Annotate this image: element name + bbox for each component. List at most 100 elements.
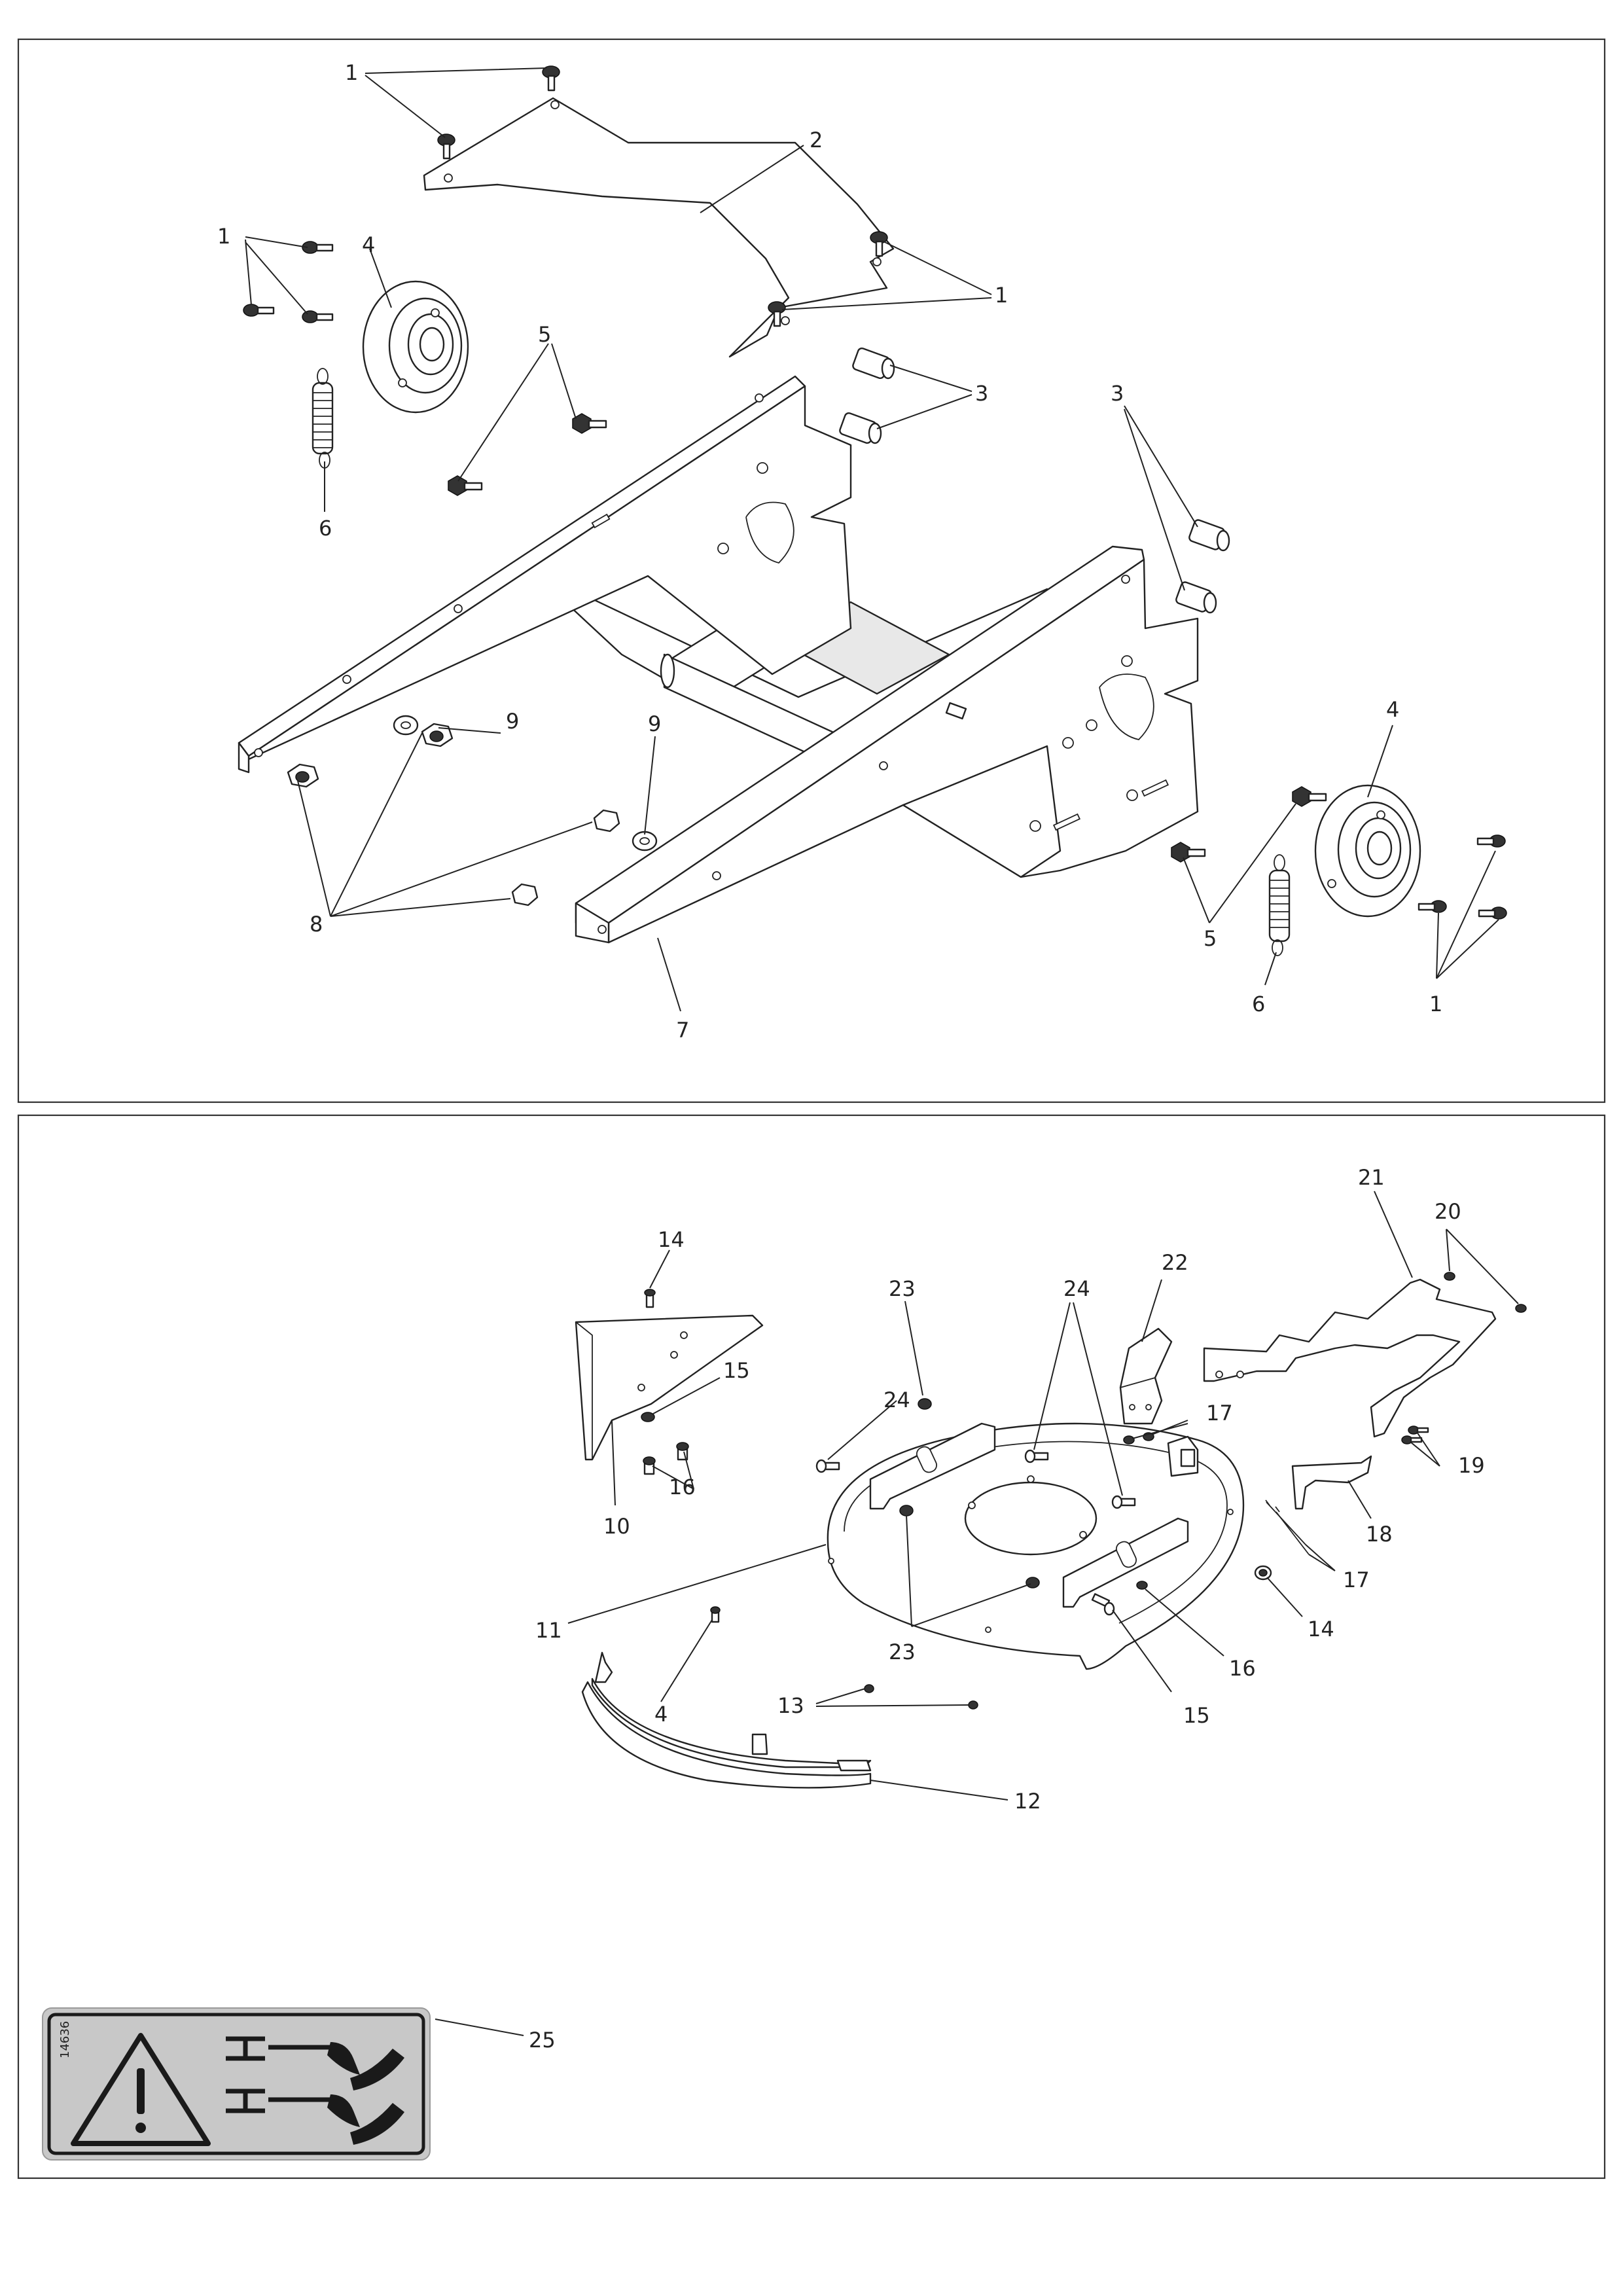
hand-foot-hazard-icon [226,2036,404,2145]
callout-21: 21 [1358,1165,1385,1190]
screw-right-2 [1418,900,1447,913]
nut-20a [1444,1272,1455,1281]
fitting-17b [1123,1435,1135,1444]
washer-15 [641,1412,655,1422]
bolt-5a [572,413,607,434]
handle-bracket-21 [1203,1278,1497,1438]
callout-7: 7 [676,1018,689,1043]
callout-25: 25 [529,2028,556,2053]
callout-18: 18 [1366,1522,1393,1547]
washer-9a [393,715,419,736]
cover-plate [423,97,895,358]
callout-24-top: 24 [1063,1276,1090,1301]
callout-3-right: 3 [1111,381,1124,406]
callout-14-top: 14 [658,1227,685,1252]
nut-8a [287,763,319,788]
spring-right [1268,854,1291,956]
nut-8b [421,723,454,747]
spacer-3d [1175,581,1217,614]
spring-17e [1275,1506,1310,1555]
callout-15-bottom: 15 [1183,1703,1210,1728]
callout-22: 22 [1162,1250,1188,1275]
bottom-panel-parts [435,1191,1527,2036]
callout-1-bottom-right: 1 [1429,992,1442,1016]
callout-17-top: 17 [1206,1401,1233,1426]
screw-left-2 [243,304,275,317]
bolt-5c [1292,786,1327,807]
callout-17-bottom: 17 [1343,1568,1370,1592]
warning-decal: 14636 [42,2007,431,2161]
callout-4-bottom: 4 [654,1702,668,1727]
bracket-22 [1119,1327,1173,1425]
clip-16a [643,1456,656,1475]
callout-23-bottom: 23 [889,1640,916,1664]
screw-right-1 [1476,834,1506,848]
screw-top-1 [542,65,560,92]
nut-14-right [1254,1565,1272,1581]
wheel-hub-right [1314,784,1421,918]
decal-code: 14636 [58,2021,72,2058]
callout-19: 19 [1458,1453,1485,1478]
callout-9-center: 9 [648,711,661,736]
top-panel-frame [17,38,1606,1103]
callout-16-left: 16 [669,1475,696,1499]
screw-14-top [644,1289,656,1308]
screw-top-4 [768,301,786,327]
clip-4-bottom [710,1606,721,1623]
callout-6-right: 6 [1252,992,1265,1016]
nut-20b [1515,1304,1527,1313]
wheel-hub-left [362,280,469,414]
clip-16b [676,1442,689,1461]
clip-18 [1291,1455,1372,1510]
spacer-3a [852,347,895,380]
callout-12: 12 [1014,1789,1041,1814]
bolt-24b [1024,1449,1049,1463]
callout-15-left: 15 [723,1358,750,1383]
bolt-5b [448,475,483,496]
callout-5-bottom: 5 [1204,926,1217,951]
fitting-13a [864,1684,874,1693]
callout-13: 13 [777,1693,804,1718]
nut-23-top [918,1398,932,1410]
top-callouts: 1 2 1 4 1 5 3 3 6 9 9 4 8 7 5 6 1 [217,60,1442,1043]
callout-20: 20 [1435,1199,1461,1224]
spring-17d [1265,1499,1306,1545]
top-panel-parts [238,65,1507,1012]
screw-top-3 [870,231,888,257]
washer-9b [632,831,658,852]
callout-10: 10 [603,1514,630,1539]
callout-1-right-top: 1 [995,283,1008,308]
nut-8c [593,809,620,833]
nut-8d [511,883,539,906]
callout-11: 11 [535,1618,562,1643]
fitting-13b [968,1700,978,1710]
bottom-callouts: 21 20 14 23 24 22 15 24 17 19 16 10 18 1… [529,1165,1485,2053]
callout-3-center: 3 [975,381,988,406]
callout-4-right: 4 [1386,697,1399,722]
side-skirt-12 [581,1651,872,1789]
spacer-3b [839,412,882,444]
callout-8: 8 [310,912,323,937]
screw-left-1 [302,241,334,254]
bottom-panel-frame [17,1114,1606,2179]
callout-1-left: 1 [217,224,230,249]
main-frame [238,375,1199,944]
bolt-24a [815,1459,840,1473]
callout-24-left: 24 [883,1388,910,1412]
callout-4-left: 4 [362,232,375,257]
spring-left [312,368,334,469]
screw-right-3 [1478,906,1507,920]
screw-19a [1408,1426,1429,1435]
bolt-24c [1111,1495,1136,1509]
callout-6-left: 6 [319,516,332,541]
bolt-15-lower [1091,1593,1115,1616]
callout-2: 2 [810,128,823,152]
warning-triangle-icon [71,2033,211,2146]
callout-1-top: 1 [345,60,358,85]
callout-5-top: 5 [538,322,551,347]
mower-deck [827,1422,1245,1670]
latch-17c [1167,1435,1199,1477]
bolt-5d [1171,842,1206,863]
screw-top-2 [437,134,455,160]
